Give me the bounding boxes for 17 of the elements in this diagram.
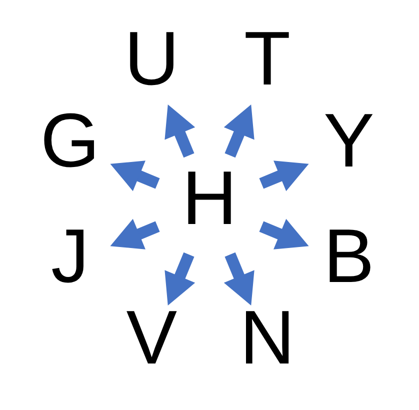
arrow — [110, 218, 160, 250]
node-text: V — [126, 295, 178, 380]
node-text: B — [324, 214, 374, 299]
arrow — [224, 252, 254, 306]
arrow — [110, 160, 160, 192]
node-text: N — [240, 295, 295, 380]
arrow — [259, 160, 309, 192]
node-text: T — [244, 16, 291, 102]
arrow — [164, 252, 196, 306]
arrow — [164, 104, 196, 158]
node-text: G — [40, 98, 100, 184]
node-text: Y — [324, 98, 374, 184]
node-text: U — [124, 16, 180, 102]
node-text: J — [51, 214, 90, 299]
arrow — [259, 218, 309, 250]
arrow — [224, 104, 254, 158]
node-text: H — [182, 156, 238, 242]
